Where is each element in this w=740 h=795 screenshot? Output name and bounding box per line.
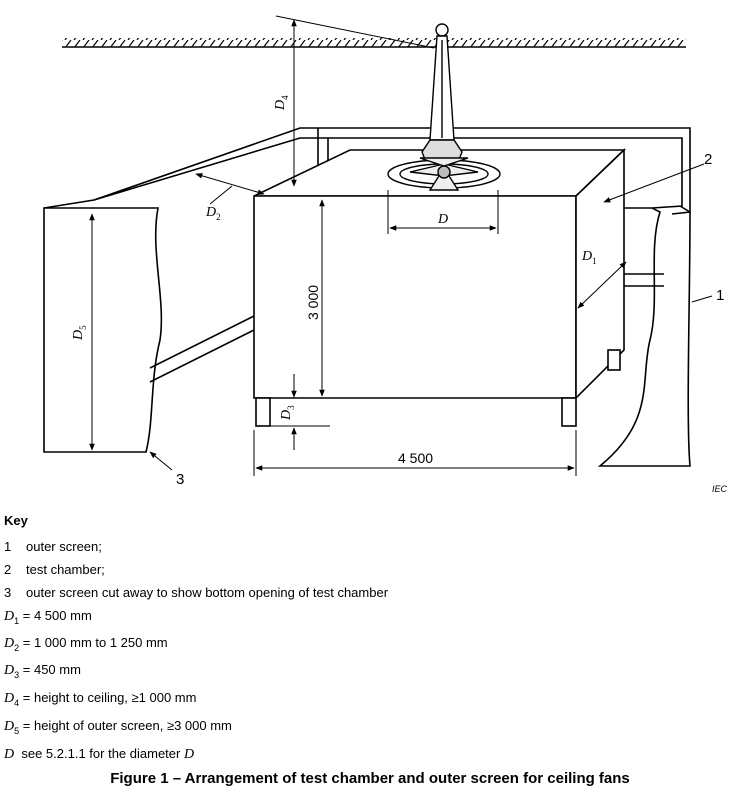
callout-2: 2 xyxy=(704,151,712,168)
definition-symbol: D3 xyxy=(4,663,20,680)
dimension-lines xyxy=(89,15,713,476)
key-item: 2 test chamber; xyxy=(4,562,105,577)
ceiling xyxy=(62,38,686,48)
label-d: D xyxy=(437,212,448,227)
definition-symbol: D4 xyxy=(4,691,20,708)
definition-text: = 1 000 mm to 1 250 mm xyxy=(22,635,168,650)
dimension-labels: D4 D2 D D1 D5 3 000 D3 4 500 1 2 3 xyxy=(71,95,724,488)
definition-text: = height of outer screen, ≥3 000 mm xyxy=(22,718,232,733)
label-d2: D2 xyxy=(205,205,221,222)
definition-tail-symbol: D xyxy=(183,747,195,762)
definition-text: = 4 500 mm xyxy=(22,608,92,623)
definition-text: see 5.2.1.1 for the diameter xyxy=(21,746,181,761)
definition-symbol: D1 xyxy=(4,609,20,626)
key-item: 3 outer screen cut away to show bottom op… xyxy=(4,585,388,600)
callout-3: 3 xyxy=(176,471,184,488)
key-item-text: outer screen cut away to show bottom ope… xyxy=(26,585,389,600)
arrangement-diagram: D4 D2 D D1 D5 3 000 D3 4 500 1 2 3 xyxy=(43,15,724,488)
definition-symbol: D xyxy=(4,747,15,762)
key-item-text: outer screen; xyxy=(26,539,102,554)
key-definition: D5 = height of outer screen, ≥3 000 mm xyxy=(4,718,232,736)
source-mark: IEC xyxy=(712,484,728,494)
label-d4: D4 xyxy=(273,95,290,111)
key-item: 1 outer screen; xyxy=(4,539,102,554)
key-definition: D4 = height to ceiling, ≥1 000 mm xyxy=(4,690,196,708)
definition-symbol: D2 xyxy=(4,636,20,653)
outer-screen xyxy=(43,127,691,467)
definition-text: = 450 mm xyxy=(22,662,81,677)
key-item-number: 2 xyxy=(4,562,12,577)
key-item-text: test chamber; xyxy=(26,562,105,577)
key-definition: D3 = 450 mm xyxy=(4,662,81,680)
definition-symbol: D5 xyxy=(4,719,20,736)
label-3000: 3 000 xyxy=(305,285,321,320)
key-definition: D see 5.2.1.1 for the diameter D xyxy=(4,746,194,763)
definition-text: = height to ceiling, ≥1 000 mm xyxy=(22,690,197,705)
label-d5: D5 xyxy=(71,325,88,341)
callout-1: 1 xyxy=(716,287,724,304)
label-4500: 4 500 xyxy=(398,450,433,466)
key-item-number: 1 xyxy=(4,539,12,554)
figure-caption: Figure 1 – Arrangement of test chamber a… xyxy=(110,770,630,787)
key-item-number: 3 xyxy=(4,585,12,600)
key-title: Key xyxy=(4,513,28,528)
label-d3: D3 xyxy=(279,405,296,421)
ceiling-fan xyxy=(387,23,501,191)
label-d1: D1 xyxy=(581,249,597,266)
key-definition: D1 = 4 500 mm xyxy=(4,608,92,626)
key-definition: D2 = 1 000 mm to 1 250 mm xyxy=(4,635,168,653)
